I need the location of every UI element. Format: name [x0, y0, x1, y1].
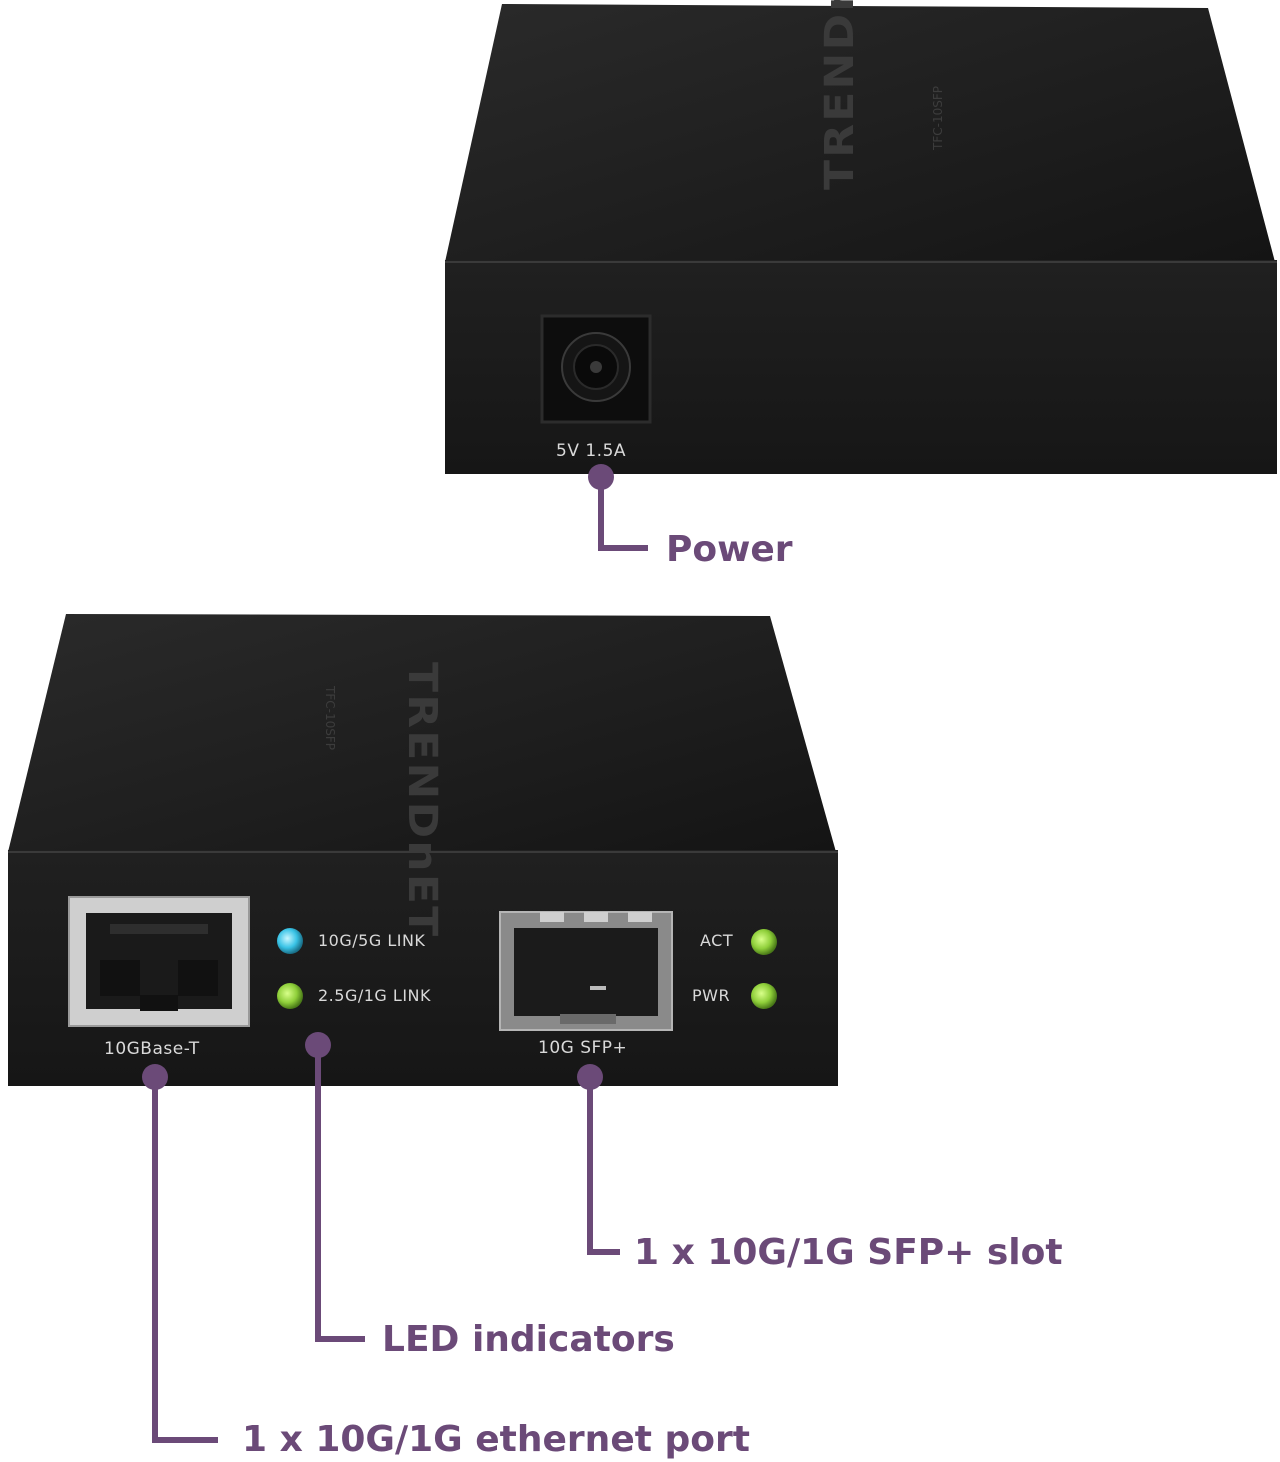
power-rating-label: 5V 1.5A — [556, 441, 627, 461]
power-callout-line — [588, 464, 648, 551]
top-device-brand-logo: TRENDnET — [817, 0, 863, 191]
led-callout-line — [305, 1032, 365, 1342]
sfp-cage — [499, 911, 673, 1031]
bottom-device-model-text: TFC-10SFP — [323, 686, 337, 750]
bottom-device-brand-logo: TRENDnET — [399, 662, 445, 939]
top-device-model-text: TFC-10SFP — [931, 86, 945, 150]
top-device — [445, 4, 1277, 551]
bottom-device — [8, 614, 838, 1443]
bottom-device-top-face — [8, 614, 836, 852]
act-label: ACT — [700, 931, 734, 950]
ethernet-callout-line — [142, 1064, 218, 1443]
sfp-callout-line — [577, 1064, 620, 1255]
led-10g-label: 10G/5G LINK — [318, 931, 426, 950]
callout-power: Power — [666, 529, 793, 570]
led-pwr — [751, 983, 777, 1009]
callout-sfp-slot: 1 x 10G/1G SFP+ slot — [634, 1232, 1063, 1273]
led-10g-5g — [277, 928, 303, 954]
rj45-port — [68, 896, 250, 1027]
led-act — [751, 929, 777, 955]
top-device-top-face — [445, 4, 1275, 262]
callout-led-indicators: LED indicators — [382, 1319, 675, 1360]
led-2-5g-1g — [277, 983, 303, 1009]
pwr-label: PWR — [692, 986, 731, 1005]
led-25g-label: 2.5G/1G LINK — [318, 986, 431, 1005]
callout-ethernet-port: 1 x 10G/1G ethernet port — [242, 1419, 750, 1460]
power-jack — [540, 314, 652, 424]
rj45-label: 10GBase-T — [104, 1039, 200, 1059]
sfp-label: 10G SFP+ — [538, 1038, 628, 1058]
